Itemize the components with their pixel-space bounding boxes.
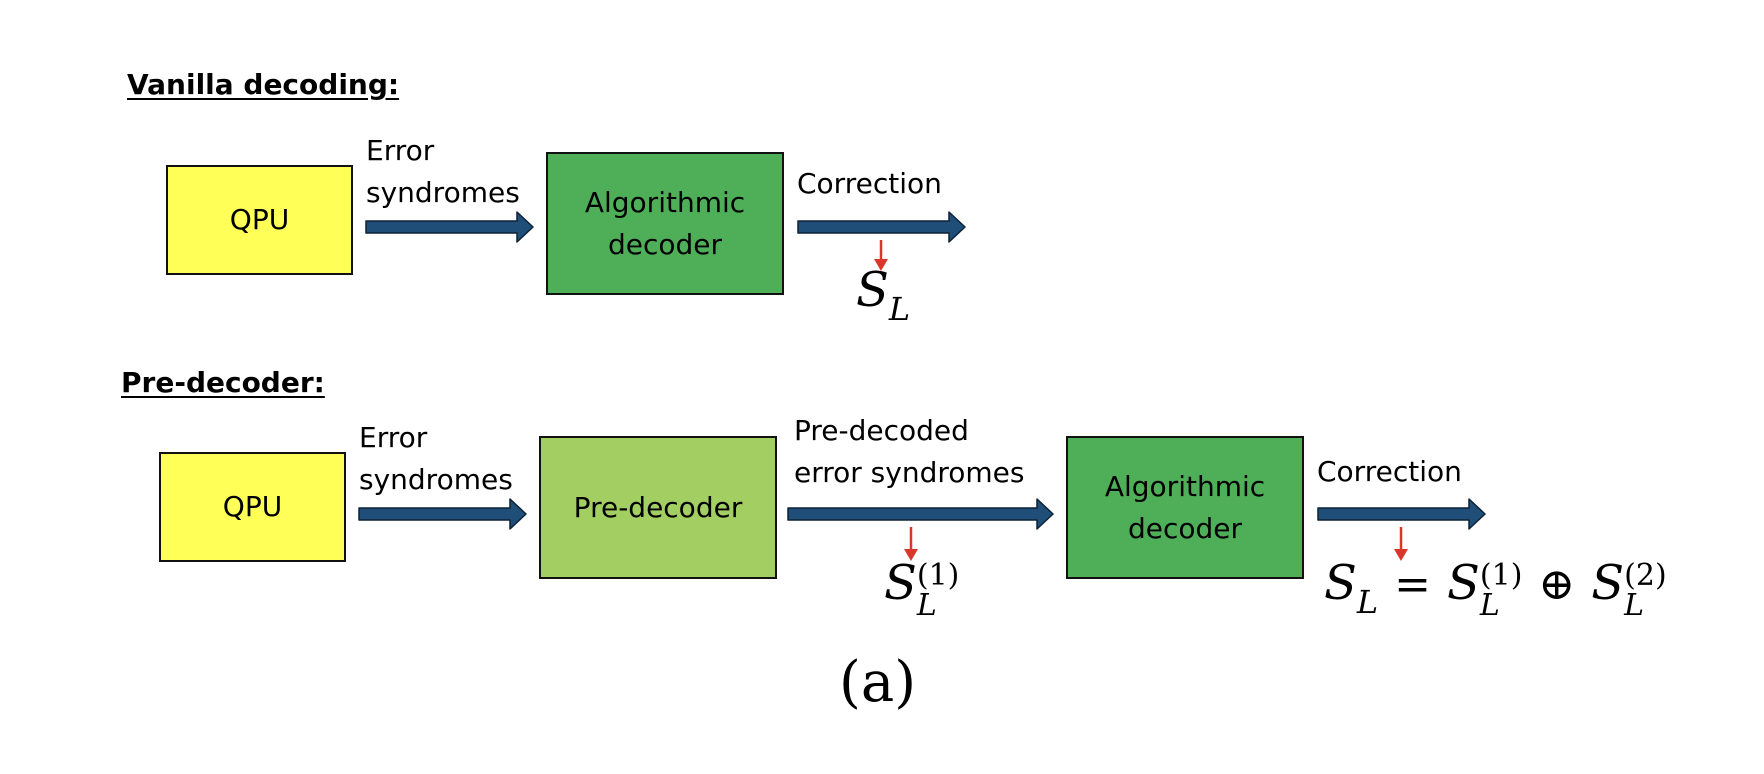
predecoded-syndromes-line2: error syndromes (794, 456, 1025, 489)
intermediate-result-subscript: L (916, 587, 937, 623)
final-lhs-subscript: L (1356, 583, 1379, 621)
final-xor-operator: ⊕ (1538, 559, 1576, 610)
intermediate-result-symbol: S (884, 555, 917, 611)
predecoder-box: Pre-decoder (539, 436, 777, 579)
vanilla-section-title: Vanilla decoding: (127, 68, 400, 101)
predecoder-correction-label: Correction (1317, 455, 1462, 488)
final-term1-superscript: (1) (1479, 557, 1523, 593)
predecoder-section-title: Pre-decoder: (121, 366, 325, 399)
predecoder-intermediate-marker (904, 527, 918, 561)
predecoder-qpu-label: QPU (222, 490, 283, 523)
predecoder-decoder-line2: decoder (1127, 511, 1243, 545)
predecoded-syndromes-label: Pre-decoded error syndromes (794, 410, 1024, 494)
predecoder-intermediate-result: S (1) L (884, 555, 959, 625)
vanilla-decoder-line1: Algorithmic (584, 185, 746, 219)
final-logical-result-equation: SL=S (1) L ⊕S (2) L (1324, 555, 1667, 625)
predecoder-error-syndromes-label: Error syndromes (359, 417, 513, 501)
figure-caption: (a) (839, 650, 917, 715)
predecoder-box-label: Pre-decoder (573, 490, 743, 524)
predecoder-error-syndromes-line1: Error (359, 421, 428, 454)
vanilla-error-syndromes-label: Error syndromes (366, 130, 520, 214)
vanilla-result-subscript: L (888, 290, 911, 328)
final-term1-subscript: L (1479, 587, 1500, 623)
intermediate-result-superscript: (1) (916, 557, 960, 593)
predecoder-algorithmic-decoder-box: Algorithmic decoder (1066, 436, 1304, 579)
vanilla-logical-result: SL (856, 262, 910, 328)
vanilla-arrow-syndromes (365, 211, 534, 243)
final-equals-sign: = (1394, 559, 1432, 610)
final-term2-subscript: L (1624, 587, 1645, 623)
final-term1-symbol: S (1447, 555, 1480, 611)
vanilla-result-symbol: S (856, 262, 889, 318)
vanilla-error-syndromes-line2: syndromes (366, 176, 520, 209)
vanilla-algorithmic-decoder-box: Algorithmic decoder (546, 152, 784, 295)
final-term2-symbol: S (1591, 555, 1625, 611)
predecoder-qpu-box: QPU (159, 452, 346, 562)
vanilla-arrow-correction (797, 211, 966, 243)
predecoder-error-syndromes-line2: syndromes (359, 463, 513, 496)
predecoder-arrow-predecoded (787, 498, 1054, 530)
vanilla-correction-label: Correction (797, 167, 942, 200)
vanilla-qpu-box: QPU (166, 165, 353, 275)
final-term2-superscript: (2) (1624, 557, 1667, 593)
predecoder-arrow-syndromes (358, 498, 527, 530)
predecoded-syndromes-line1: Pre-decoded (794, 414, 969, 447)
predecoder-final-marker (1394, 527, 1408, 561)
vanilla-decoder-line2: decoder (607, 227, 723, 261)
final-lhs-symbol: S (1324, 555, 1357, 611)
predecoder-arrow-correction (1317, 498, 1486, 530)
predecoder-decoder-line1: Algorithmic (1104, 469, 1266, 503)
vanilla-error-syndromes-line1: Error (366, 134, 435, 167)
vanilla-result-marker (874, 240, 888, 271)
vanilla-qpu-label: QPU (229, 203, 290, 236)
